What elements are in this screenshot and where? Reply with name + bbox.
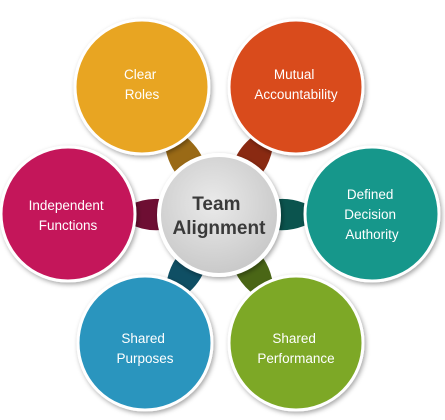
center-hub: Team Alignment bbox=[157, 153, 281, 277]
node-circle bbox=[73, 18, 211, 156]
node-label-line: Independent bbox=[29, 198, 104, 213]
node-circle bbox=[0, 145, 137, 283]
node-label-line: Defined bbox=[347, 187, 394, 202]
center-circle bbox=[157, 153, 281, 277]
node-label-line: Accountability bbox=[254, 87, 338, 102]
node-shared-performance: Shared Performance bbox=[227, 274, 365, 412]
svg-text:Shared Purposes: Shared Purposes bbox=[116, 331, 173, 366]
node-label-line: Shared bbox=[272, 331, 316, 346]
node-label-line: Decision bbox=[344, 207, 396, 222]
node-label-line: Roles bbox=[125, 87, 160, 102]
node-label-line: Purposes bbox=[116, 351, 173, 366]
node-label-line: Performance bbox=[257, 351, 334, 366]
node-shared-purposes: Shared Purposes bbox=[76, 274, 214, 412]
svg-text:Defined Decision A: Defined Decision Authority bbox=[344, 187, 400, 242]
node-label-line: Functions bbox=[39, 218, 98, 233]
svg-text:Clear Roles: Clear Roles bbox=[124, 67, 160, 102]
node-circle bbox=[227, 274, 365, 412]
svg-text:Independent Functions: Independent Functions bbox=[29, 198, 108, 233]
node-label-line: Mutual bbox=[274, 67, 315, 82]
center-label-line: Alignment bbox=[173, 218, 267, 239]
node-circle bbox=[76, 274, 214, 412]
svg-text:Mutual Accountability: Mutual Accountability bbox=[254, 67, 338, 102]
node-circle bbox=[303, 145, 441, 283]
center-label-line: Team bbox=[192, 194, 240, 215]
svg-text:Team Alignment: Team Alignment bbox=[173, 194, 267, 239]
svg-text:Shared Performance: Shared Performance bbox=[257, 331, 334, 366]
node-mutual-accountability: Mutual Accountability bbox=[227, 18, 365, 156]
node-label-line: Authority bbox=[345, 227, 399, 242]
node-defined-decision-authority: Defined Decision Authority bbox=[303, 145, 441, 283]
node-label-line: Clear bbox=[124, 67, 157, 82]
node-label-line: Shared bbox=[121, 331, 165, 346]
node-clear-roles: Clear Roles bbox=[73, 18, 211, 156]
node-independent-functions: Independent Functions bbox=[0, 145, 137, 283]
node-circle bbox=[227, 18, 365, 156]
